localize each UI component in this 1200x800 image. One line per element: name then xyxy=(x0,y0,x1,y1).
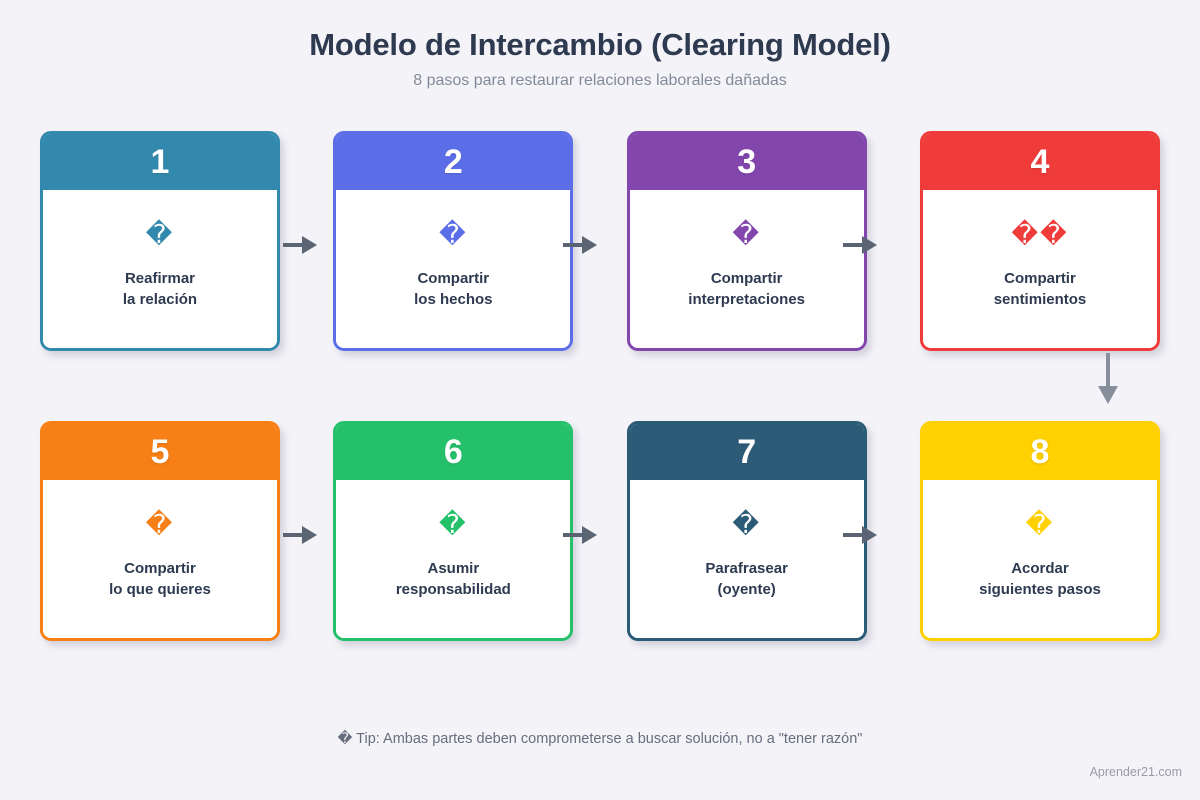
step-label-line2: los hechos xyxy=(414,291,493,308)
step-number: 6 xyxy=(443,433,463,471)
target-icon: � xyxy=(145,509,175,540)
step-card-body: � Reafirmar la relación xyxy=(43,190,277,348)
step-label-line2: interpretaciones xyxy=(688,291,806,308)
step-label-line1: Compartir xyxy=(417,270,490,288)
step-card-header: 1 xyxy=(43,134,277,190)
step-card-1[interactable]: 1 � Reafirmar la relación xyxy=(40,131,280,351)
step-label-line1: Asumir xyxy=(427,560,480,578)
step-label: Compartir sentimientos xyxy=(994,269,1087,310)
page-subtitle: 8 pasos para restaurar relaciones labora… xyxy=(413,72,787,90)
arrow-head xyxy=(302,236,317,254)
step-card-body: �� Compartir sentimientos xyxy=(922,190,1157,348)
step-label-line1: Compartir xyxy=(1004,270,1076,288)
step-card-5[interactable]: 5 � Compartir lo que quieres xyxy=(40,421,280,641)
step-number: 3 xyxy=(737,143,757,181)
steps-grid: 1 � Reafirmar la relación 2 � Compartir … xyxy=(40,131,1160,711)
step-label: Compartir lo que quieres xyxy=(109,559,211,600)
step-label: Compartir interpretaciones xyxy=(688,269,805,310)
step-number: 5 xyxy=(150,433,170,471)
connector-arrow-7-to-8 xyxy=(843,526,879,544)
step-label-line1: Parafrasear xyxy=(705,560,788,578)
step-label-line2: responsabilidad xyxy=(395,581,511,598)
connector-arrow-5-to-6 xyxy=(283,526,319,544)
step-card-header: 4 xyxy=(922,134,1157,190)
step-card-header: 6 xyxy=(336,424,571,480)
steps-row-bottom: 5 � Compartir lo que quieres 6 � Asumir … xyxy=(40,421,1160,641)
connector-arrow-1-to-2 xyxy=(283,236,319,254)
step-card-3[interactable]: 3 � Compartir interpretaciones xyxy=(626,131,867,351)
step-number: 7 xyxy=(737,433,757,471)
step-card-body: � Compartir lo que quieres xyxy=(43,480,277,638)
step-number: 1 xyxy=(150,143,170,181)
step-card-body: � Compartir los hechos xyxy=(336,190,571,348)
connector-arrow-2-to-3 xyxy=(563,236,599,254)
arrow-shaft xyxy=(1106,353,1110,389)
connector-arrow-4-to-8 xyxy=(1098,353,1118,405)
page-title: Modelo de Intercambio (Clearing Model) xyxy=(309,27,891,62)
arrow-head xyxy=(582,236,597,254)
arrow-head xyxy=(1098,386,1118,404)
step-label-line2: siguientes pasos xyxy=(979,581,1101,598)
thought-bubble-icon: � xyxy=(732,219,761,250)
step-card-2[interactable]: 2 � Compartir los hechos xyxy=(333,131,574,351)
step-number: 8 xyxy=(1030,433,1050,471)
step-card-header: 3 xyxy=(629,134,864,190)
step-card-header: 5 xyxy=(43,424,277,480)
attribution: Aprender21.com xyxy=(1089,765,1182,779)
heart-icon: �� xyxy=(1011,219,1069,250)
check-icon: � xyxy=(438,509,468,540)
step-card-body: � Acordar siguientes pasos xyxy=(922,480,1157,638)
step-label-line1: Acordar xyxy=(1011,560,1069,578)
step-card-body: � Compartir interpretaciones xyxy=(629,190,864,348)
step-card-body: � Parafrasear (oyente) xyxy=(629,480,864,638)
step-card-8[interactable]: 8 � Acordar siguientes pasos xyxy=(919,421,1160,641)
step-card-header: 8 xyxy=(922,424,1157,480)
step-label: Reafirmar la relación xyxy=(123,269,197,310)
step-label: Asumir responsabilidad xyxy=(396,559,511,600)
step-label: Compartir los hechos xyxy=(414,269,492,310)
arrow-shaft xyxy=(843,533,865,537)
step-label-line2: (oyente) xyxy=(717,581,776,598)
arrow-head xyxy=(862,526,877,544)
step-label-line2: lo que quieres xyxy=(109,581,211,598)
step-card-4[interactable]: 4 �� Compartir sentimientos xyxy=(919,131,1160,351)
step-number: 4 xyxy=(1030,143,1050,181)
handshake-icon: � xyxy=(145,219,175,250)
step-card-body: � Asumir responsabilidad xyxy=(336,480,571,638)
step-number: 2 xyxy=(443,143,463,181)
steps-row-top: 1 � Reafirmar la relación 2 � Compartir … xyxy=(40,131,1160,404)
calendar-icon: � xyxy=(1025,509,1055,540)
step-card-7[interactable]: 7 � Parafrasear (oyente) xyxy=(626,421,867,641)
step-label-line2: la relación xyxy=(122,291,198,308)
arrow-head xyxy=(582,526,597,544)
step-card-header: 7 xyxy=(629,424,864,480)
step-label-line1: Compartir xyxy=(124,560,196,578)
page-header: Modelo de Intercambio (Clearing Model) 8… xyxy=(0,0,1200,90)
arrow-head xyxy=(302,526,317,544)
arrow-shaft xyxy=(283,533,305,537)
step-label-line1: Reafirmar xyxy=(124,270,196,288)
connector-arrow-3-to-4 xyxy=(843,236,879,254)
arrow-shaft xyxy=(563,243,585,247)
tip-text: � Tip: Ambas partes deben comprometerse … xyxy=(337,731,863,747)
step-card-6[interactable]: 6 � Asumir responsabilidad xyxy=(333,421,574,641)
arrow-head xyxy=(862,236,877,254)
step-label: Acordar siguientes pasos xyxy=(979,559,1101,600)
step-label: Parafrasear (oyente) xyxy=(705,559,788,600)
arrow-shaft xyxy=(563,533,585,537)
step-label-line1: Compartir xyxy=(710,270,783,288)
clipboard-icon: � xyxy=(438,219,468,250)
step-label-line2: sentimientos xyxy=(993,291,1087,308)
connector-arrow-6-to-7 xyxy=(563,526,599,544)
ear-icon: � xyxy=(732,509,761,540)
arrow-shaft xyxy=(843,243,865,247)
arrow-shaft xyxy=(283,243,305,247)
step-card-header: 2 xyxy=(336,134,571,190)
